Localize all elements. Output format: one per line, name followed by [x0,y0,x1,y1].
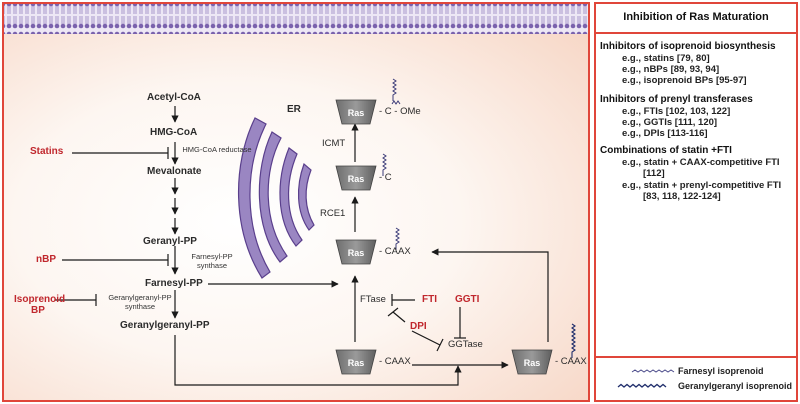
ras-c [335,165,377,191]
ras-label-c: Ras [348,174,365,184]
section-2-item-1: e.g., FTIs [102, 103, 122] [622,106,731,117]
section-2-item-2: e.g., GGTIs [111, 120] [622,117,718,128]
section-1-item-2: e.g., nBPs [89, 93, 94] [622,64,720,75]
legend-farnesyl-label: Farnesyl isoprenoid [678,366,764,376]
section-3-item-2-ref: [83, 118, 122-124] [643,191,721,202]
ras-ome [335,99,377,125]
pathway-panel [2,2,590,402]
inhibitor-fti: FTI [422,294,437,305]
metabolite-geranylgeranyl-pp: Geranylgeranyl-PP [120,320,210,331]
ras-label-caax-bottom: Ras [348,358,365,368]
inhibition-lines [55,147,466,352]
farnesyl-tails [382,78,401,250]
section-1-heading: Inhibitors of isoprenoid biosynthesis [600,41,776,52]
metabolite-mevalonate: Mevalonate [147,166,202,177]
enzyme-icmt: ICMT [322,138,346,149]
mevalonate-arrows [171,106,549,386]
metabolite-farnesyl-pp: Farnesyl-PP [145,278,203,289]
ras-suffix-caax-bottom: - CAAX [379,356,411,367]
sidebar-title: Inhibition of Ras Maturation [623,11,769,23]
section-1-item-3: e.g., isoprenoid BPs [95-97] [622,75,747,86]
inhibitor-statins: Statins [30,146,64,157]
metabolite-acetyl-coa: Acetyl-CoA [147,92,201,103]
ras-caax-bottom [335,349,377,375]
ras-suffix-caax-right: - CAAX [555,356,587,367]
enzyme-ggtase: GGTase [448,339,483,350]
enzyme-rce1: RCE1 [320,208,346,219]
inhibitor-isoprenoid-bp: Isoprenoid BP [14,294,66,316]
section-3-item-1: e.g., statin + CAAX-competitive FTI [622,157,780,168]
section-3-item-1-ref: [112] [643,168,665,179]
ras-caax-middle [335,239,377,265]
ras-suffix-c: - C [379,172,392,183]
inhibitor-ggti: GGTI [455,294,480,305]
section-2-heading: Inhibitors of prenyl transferases [600,94,753,105]
metabolite-geranyl-pp: Geranyl-PP [143,236,197,247]
endoplasmic-reticulum [238,117,315,279]
inhibitor-dpi: DPI [410,321,427,332]
section-3-heading: Combinations of statin +FTI [600,145,732,156]
ras-suffix-caax-middle: - CAAX [379,246,411,257]
ras-label-caax-middle: Ras [348,248,365,258]
ras-suffix-ome: - C - OMe [379,106,421,117]
section-1-item-1: e.g., statins [79, 80] [622,53,710,64]
section-2-item-3: e.g., DPIs [113-116] [622,128,708,139]
inhibitor-nbp: nBP [36,254,56,265]
enzyme-hmgcoa-reductase: HMG-CoA reductase [182,145,252,154]
geranylgeranyl-tail [571,323,576,358]
ras-label-caax-right: Ras [524,358,541,368]
section-3-item-2: e.g., statin + prenyl-competitive FTI [622,180,782,191]
geranylgeranyl-legend-line [617,383,667,388]
sidebar-panel [594,2,798,402]
farnesyl-legend-line [631,369,675,373]
cell-membrane [4,4,588,34]
legend-divider [594,356,798,358]
er-label: ER [287,104,301,115]
enzyme-fpp-synthase: Farnesyl-PP synthase [191,252,233,270]
ras-caax-right [511,349,553,375]
sidebar-title-box [594,2,798,34]
enzyme-ggpp-synthase: Geranylgeranyl-PP synthase [108,293,172,311]
enzyme-ftase: FTase [360,294,386,305]
legend-geranylgeranyl-label: Geranylgeranyl isoprenoid [678,381,793,391]
metabolite-hmg-coa: HMG-CoA [150,127,198,138]
ras-label-ome: Ras [348,108,365,118]
